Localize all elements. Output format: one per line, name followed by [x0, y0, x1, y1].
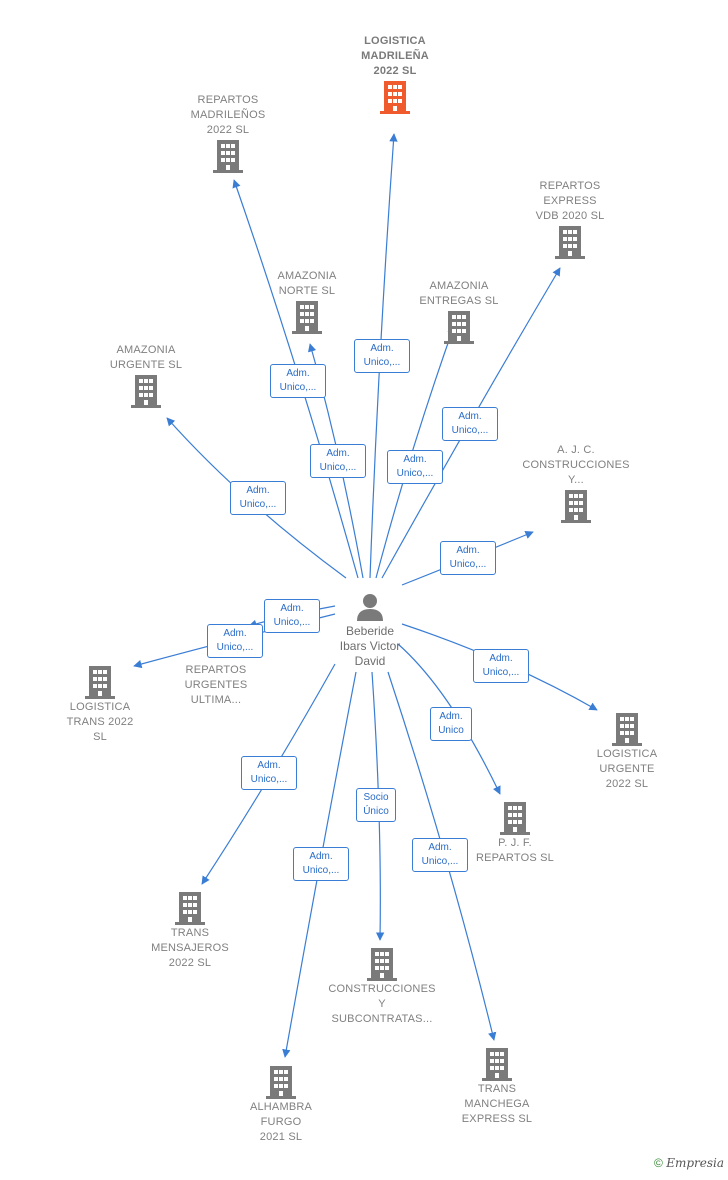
relation-label[interactable]: Adm. Unico,...	[230, 481, 286, 515]
person-icon	[357, 594, 383, 621]
relation-label[interactable]: Adm. Unico,...	[473, 649, 529, 683]
company-name: LOGISTICA TRANS 2022 SL	[66, 701, 134, 743]
building-icon	[482, 1048, 512, 1081]
building-icon	[612, 713, 642, 746]
person-name: Beberide Ibars Victor David	[339, 624, 401, 668]
company-name: REPARTOS EXPRESS VDB 2020 SL	[535, 180, 605, 222]
relation-label[interactable]: Adm. Unico,...	[270, 364, 326, 398]
building-icon	[367, 948, 397, 981]
company-name: LOGISTICA MADRILEÑA 2022 SL	[361, 35, 429, 77]
company-construcciones-subcontratas[interactable]: CONSTRUCCIONES Y SUBCONTRATAS...	[317, 946, 447, 1027]
relation-label[interactable]: Adm. Unico,...	[354, 339, 410, 373]
building-icon	[380, 81, 410, 114]
relation-label[interactable]: Adm. Unico,...	[387, 450, 443, 484]
company-logistica-madrilena[interactable]: LOGISTICA MADRILEÑA 2022 SL	[330, 34, 460, 115]
company-name: CONSTRUCCIONES Y SUBCONTRATAS...	[328, 983, 436, 1025]
company-name: TRANS MANCHEGA EXPRESS SL	[461, 1083, 533, 1125]
relation-label[interactable]: Adm. Unico,...	[440, 541, 496, 575]
relation-label[interactable]: Adm. Unico,...	[293, 847, 349, 881]
company-repartos-urgentes[interactable]: REPARTOS URGENTES ULTIMA...	[151, 663, 281, 708]
person-node[interactable]: Beberide Ibars Victor David	[335, 592, 405, 669]
company-pjf-repartos[interactable]: P. J. F. REPARTOS SL	[450, 800, 580, 866]
company-trans-mensajeros[interactable]: TRANS MENSAJEROS 2022 SL	[125, 890, 255, 971]
building-icon	[500, 802, 530, 835]
company-name: REPARTOS URGENTES ULTIMA...	[184, 664, 248, 706]
brand-logo: Empresia	[666, 1156, 724, 1170]
company-amazonia-entregas[interactable]: AMAZONIA ENTREGAS SL	[394, 279, 524, 345]
building-icon	[213, 140, 243, 173]
relation-label[interactable]: Adm. Unico,...	[207, 624, 263, 658]
relation-label[interactable]: Adm. Unico	[430, 707, 472, 741]
building-icon	[292, 301, 322, 334]
company-name: AMAZONIA NORTE SL	[277, 270, 337, 297]
building-icon	[266, 1066, 296, 1099]
relation-label[interactable]: Adm. Unico,...	[442, 407, 498, 441]
company-name: AMAZONIA ENTREGAS SL	[419, 280, 499, 307]
company-repartos-madrilenos[interactable]: REPARTOS MADRILEÑOS 2022 SL	[163, 93, 293, 174]
brand-credit[interactable]: © Empresia	[654, 1156, 724, 1170]
company-amazonia-urgente[interactable]: AMAZONIA URGENTE SL	[81, 343, 211, 409]
building-icon	[85, 666, 115, 699]
company-alhambra-furgo[interactable]: ALHAMBRA FURGO 2021 SL	[216, 1064, 346, 1145]
building-icon	[131, 375, 161, 408]
relation-label[interactable]: Adm. Unico,...	[264, 599, 320, 633]
company-logistica-trans[interactable]: LOGISTICA TRANS 2022 SL	[35, 664, 165, 745]
relation-label[interactable]: Socio Único	[356, 788, 396, 822]
relation-label[interactable]: Adm. Unico,...	[310, 444, 366, 478]
company-name: AMAZONIA URGENTE SL	[109, 344, 183, 371]
building-icon	[561, 490, 591, 523]
edge-pjf	[397, 643, 501, 795]
building-icon	[444, 311, 474, 344]
company-logistica-urgente[interactable]: LOGISTICA URGENTE 2022 SL	[562, 711, 692, 792]
company-name: P. J. F. REPARTOS SL	[475, 837, 554, 864]
building-icon	[175, 892, 205, 925]
company-name: TRANS MENSAJEROS 2022 SL	[151, 927, 229, 969]
company-repartos-express[interactable]: REPARTOS EXPRESS VDB 2020 SL	[505, 179, 635, 260]
company-name: LOGISTICA URGENTE 2022 SL	[596, 748, 658, 790]
building-icon	[555, 226, 585, 259]
company-ajc-construcciones[interactable]: A. J. C. CONSTRUCCIONES Y...	[511, 443, 641, 524]
copyright-symbol: ©	[654, 1156, 663, 1170]
company-name: REPARTOS MADRILEÑOS 2022 SL	[190, 94, 266, 136]
company-name: A. J. C. CONSTRUCCIONES Y...	[522, 444, 630, 486]
relation-label[interactable]: Adm. Unico,...	[241, 756, 297, 790]
company-name: ALHAMBRA FURGO 2021 SL	[249, 1101, 313, 1143]
company-amazonia-norte[interactable]: AMAZONIA NORTE SL	[242, 269, 372, 335]
company-trans-manchega[interactable]: TRANS MANCHEGA EXPRESS SL	[432, 1046, 562, 1127]
relation-label[interactable]: Adm. Unico,...	[412, 838, 468, 872]
